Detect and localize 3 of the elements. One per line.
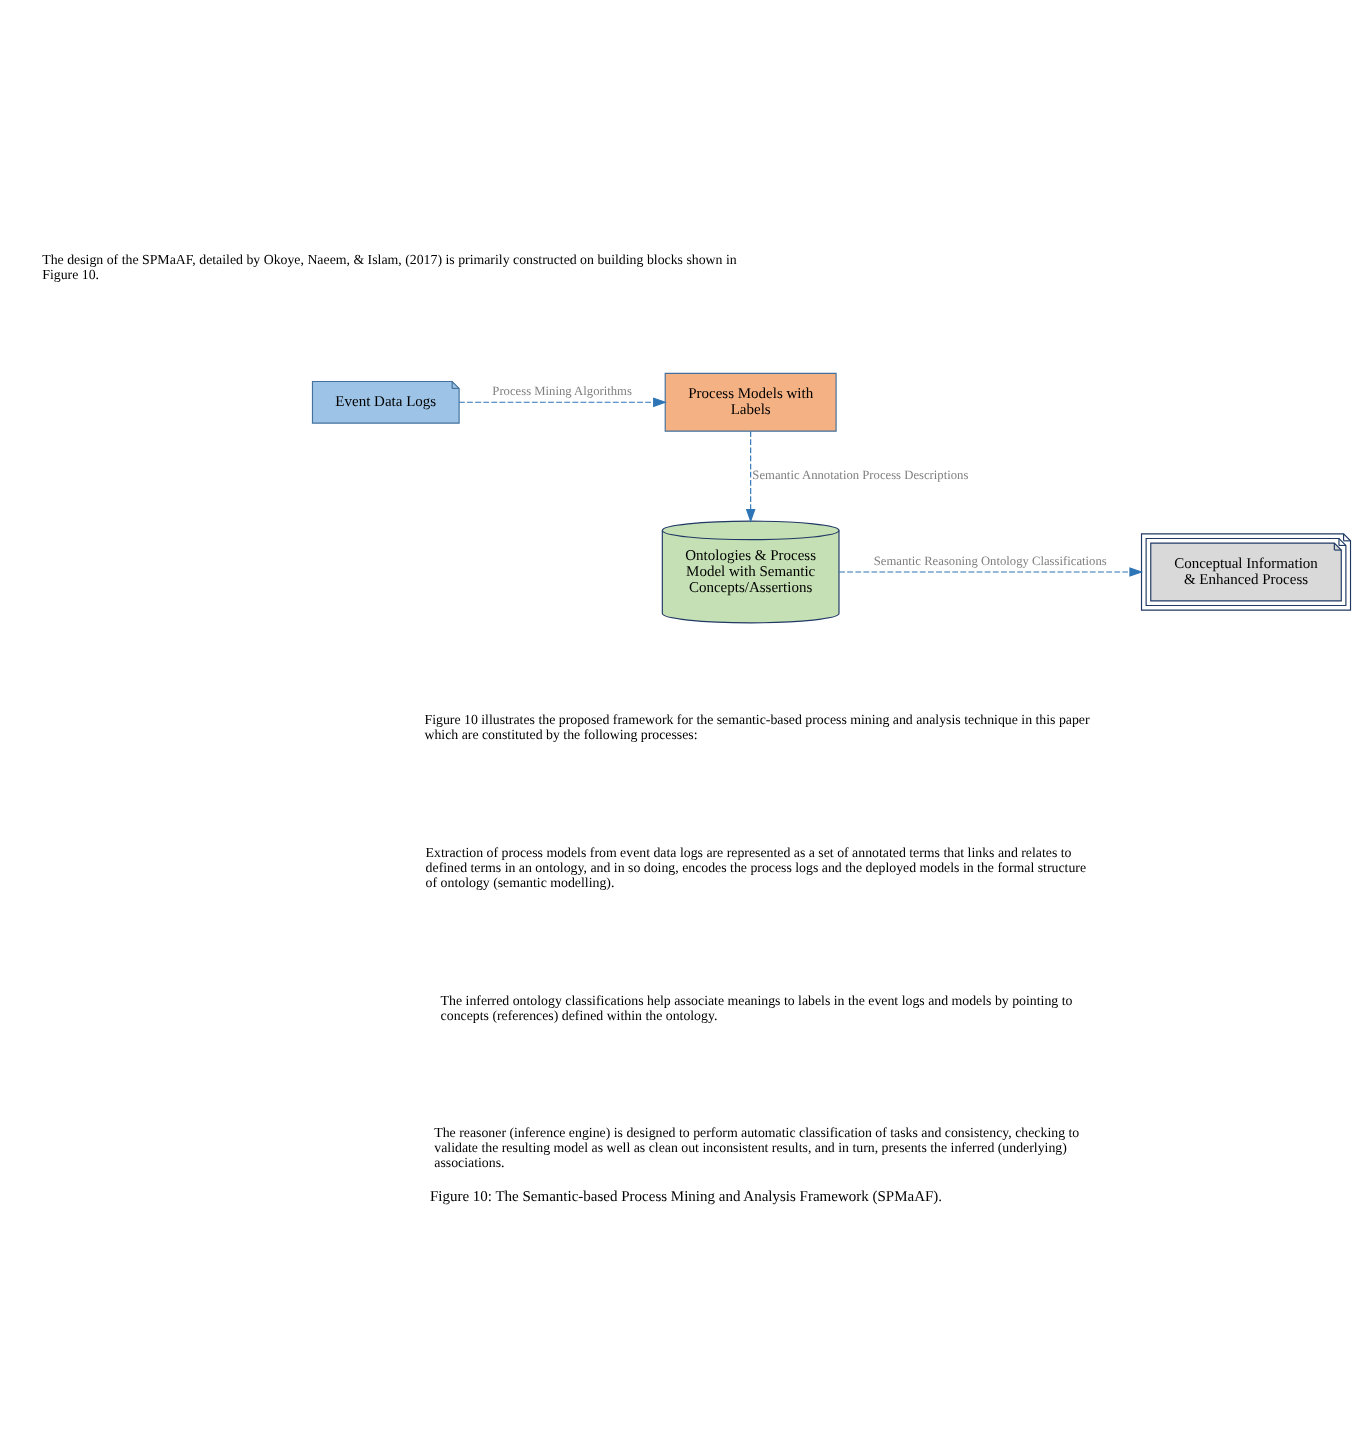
arrow: [458, 397, 667, 408]
arrow: [838, 567, 1144, 577]
arrow: [745, 430, 756, 523]
